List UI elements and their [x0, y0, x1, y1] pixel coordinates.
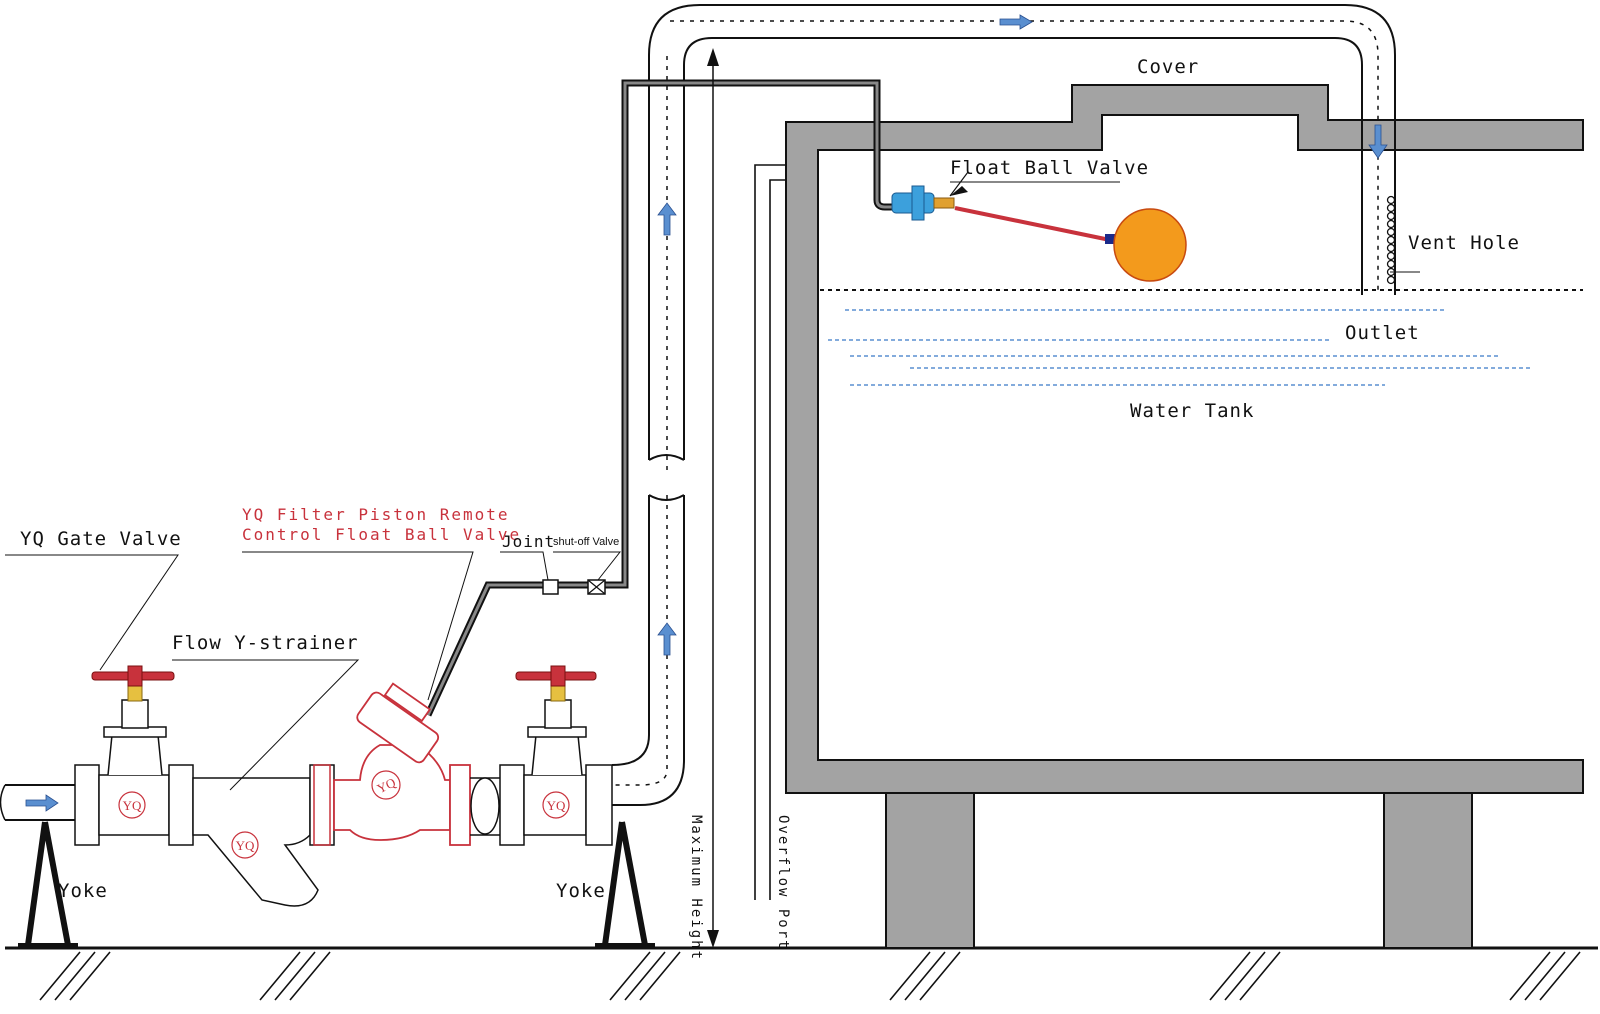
inlet-pipe: [0, 784, 75, 821]
yq-gate-valve-label: YQ Gate Valve: [20, 528, 182, 550]
water-tank: [785, 84, 1584, 949]
float-ball-valve-label: Float Ball Valve: [950, 157, 1150, 179]
yoke-left-label: Yoke: [58, 880, 108, 902]
tank-support-left: [885, 792, 975, 949]
svg-text:YQ: YQ: [236, 838, 255, 853]
yoke-left-stand: [18, 821, 78, 947]
y-strainer: YQ: [192, 764, 335, 907]
joint-label: Joint: [502, 532, 556, 551]
cover-label: Cover: [1137, 56, 1200, 78]
overflow-port-label: Overflow Port: [775, 815, 791, 951]
joint: [542, 579, 559, 595]
float-ball: [1113, 208, 1187, 282]
leader-lines: [5, 181, 1420, 791]
flow-arrows: [25, 14, 1388, 812]
outlet-label: Outlet: [1345, 322, 1420, 344]
maximum-height-arrow: [707, 48, 719, 948]
ground: [5, 946, 1598, 1001]
water-surface: [820, 289, 1583, 386]
vent-hole-label: Vent Hole: [1408, 232, 1520, 254]
supply-pipe: [611, 4, 1396, 806]
yoke-right-label: Yoke: [556, 880, 606, 902]
shutoff-valve-label: shut-off Valve: [553, 536, 620, 548]
yoke-right-stand: [595, 821, 655, 947]
water-tank-label: Water Tank: [1130, 400, 1255, 422]
float-ball-valve: [891, 171, 1187, 282]
remote-valve-label-line1: YQ Filter Piston Remote: [242, 505, 510, 524]
gate-valve-right: YQ: [499, 665, 613, 846]
remote-control-float-valve: YQ: [333, 682, 471, 846]
vent-hole: [1386, 195, 1396, 285]
overflow-pipe: [754, 164, 786, 900]
remote-valve-label-line2: Control Float Ball Valve: [242, 525, 522, 544]
svg-text:YQ: YQ: [547, 798, 566, 813]
maximum-height-label: Maximum Height: [688, 815, 704, 962]
svg-text:YQ: YQ: [375, 774, 399, 796]
gate-valve-left-badge: YQ: [123, 798, 142, 813]
tank-support-right: [1383, 792, 1473, 949]
connector-spool: [470, 777, 500, 836]
shutoff-valve: [587, 579, 606, 595]
gate-valve-left: YQ: [74, 665, 194, 846]
flow-y-strainer-label: Flow Y-strainer: [172, 632, 359, 654]
control-tube: [424, 79, 895, 717]
